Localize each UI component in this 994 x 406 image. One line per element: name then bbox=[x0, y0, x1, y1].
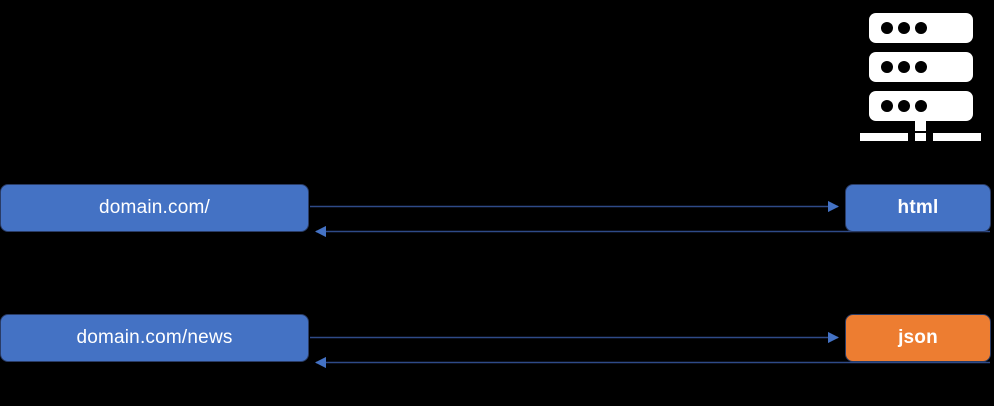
node-label: json bbox=[898, 326, 938, 348]
node-domain-home[interactable]: domain.com/ bbox=[0, 184, 309, 232]
node-label: html bbox=[897, 196, 939, 218]
node-html[interactable]: html bbox=[845, 184, 991, 232]
node-domain-news[interactable]: domain.com/news bbox=[0, 314, 309, 362]
server-icon bbox=[860, 13, 981, 141]
node-label: domain.com/ bbox=[99, 196, 210, 218]
node-json[interactable]: json bbox=[845, 314, 991, 362]
node-label: domain.com/news bbox=[76, 326, 233, 348]
